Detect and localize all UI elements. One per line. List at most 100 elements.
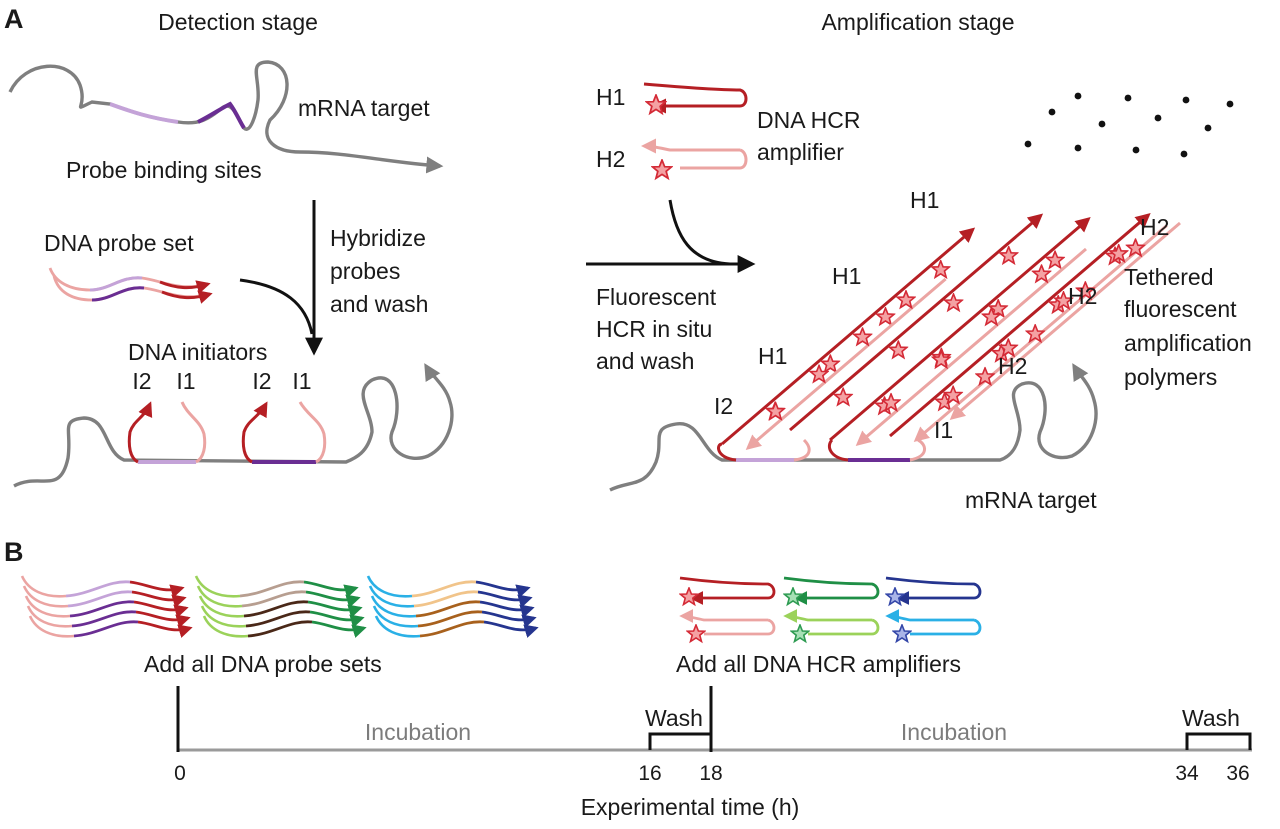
hcr-polymers [717,213,1181,462]
hybridize-label-1: Hybridize [330,225,426,251]
hairpin-h2-label: H2 [596,146,625,172]
mrna-target-strand-bottom [13,363,454,488]
probe-strand [69,600,135,618]
probe-strand [200,605,247,628]
incubation-label-1: Incubation [365,719,471,745]
dot [1024,140,1032,148]
probe-strand [309,610,365,628]
fluorophore-star-icon [686,624,706,643]
detection-stage-title: Detection stage [158,9,318,35]
timeline: Incubation Incubation Wash Wash 0 16 18 … [174,686,1252,820]
probe-strand [370,595,417,618]
wash-bracket-2 [1185,732,1252,750]
polymer-label-h2-1: H2 [1140,214,1169,240]
probe-strand [202,615,249,638]
initiator-label-i1-a: I1 [176,368,195,394]
probe-strand [135,610,191,628]
probe-strand [137,620,193,638]
panel-b: B Add all DNA probe sets Add all DNA HCR… [4,537,1252,820]
hybridize-label-3: and wash [330,291,428,317]
polymer-strand [889,213,1151,438]
polymers-label-1: Tethered [1124,264,1214,290]
probe-merge-curve [239,278,314,335]
probe-strand [24,595,71,618]
panel-a-letter: A [4,4,24,34]
polymer-label-h1-2: H1 [832,263,861,289]
wash-bracket-1 [648,732,713,750]
panel-a: A Detection stage mRNA target Probe bind… [4,4,454,488]
amplifier-label-2: amplifier [757,139,844,165]
polymer-strand [855,247,1087,446]
amplifier-hairpin [679,576,776,605]
probe-strand [22,585,69,608]
initiator-bend [827,438,849,462]
hairpin-h1 [643,82,748,115]
polymers-label-4: polymers [1124,364,1217,390]
polymer-label-h2-3: H2 [998,353,1027,379]
amplifier-hairpin [910,618,982,636]
mrna-target-strand-amplification [609,363,1098,492]
incubation-label-2: Incubation [901,719,1007,745]
dot [1132,146,1140,154]
probe-strand [129,580,185,598]
fluorophore-star-icon [892,624,912,643]
probe-strand [413,590,479,608]
axis-label: Experimental time (h) [581,794,800,820]
tick-label-18: 18 [699,762,722,785]
probe-strand [417,610,483,628]
initiator-label-i2-b: I2 [252,368,271,394]
amplifiers-icon [679,576,982,643]
probe-binding-sites-label: Probe binding sites [66,157,262,183]
panel-b-letter: B [4,537,24,567]
dot [1074,92,1082,100]
polymer-strand [721,227,976,446]
mrna-target-strand-top [8,60,444,174]
probe-strand [133,600,189,618]
probe-strand [245,610,311,628]
probe-strand [28,615,75,638]
dot [1074,144,1082,152]
dna-probe-set-label: DNA probe set [44,230,194,256]
fluorophore-star-icon [645,94,667,115]
amplifier-hairpin [885,609,974,624]
amplifier-hairpin [885,576,982,605]
probe-strand [26,605,73,628]
probe-strand [303,580,359,598]
dot [1226,100,1234,108]
probe-strand [305,590,361,608]
fluorophore-star-icon [790,624,810,643]
probe-sets-icon [20,575,539,638]
hcr-step-label-2: HCR in situ [596,316,712,342]
probe-strand [311,620,367,638]
probe-set-icon [48,267,213,304]
dna-initiators-label: DNA initiators [128,339,267,365]
add-amplifiers-label: Add all DNA HCR amplifiers [676,651,961,677]
probe-strand [196,585,243,608]
add-probe-sets-label: Add all DNA probe sets [144,651,382,677]
polymers-label-2: fluorescent [1124,296,1237,322]
mrna-target-label-top: mRNA target [298,95,430,121]
initiator-bend [793,438,811,462]
wash-label-1: Wash [645,705,703,731]
probe-strand [419,620,485,638]
polymer-strand [829,217,1091,442]
probe-strand [481,610,537,628]
probe-strand [243,600,309,618]
initiator-bend [717,442,737,462]
polymers-label-3: amplification [1124,330,1252,356]
hairpin-h1-label: H1 [596,84,625,110]
probe-strand [374,615,421,638]
dot [1124,94,1132,102]
polymer-strand [789,213,1044,432]
amplifier-hairpin [704,618,776,636]
probe-strand [241,590,307,608]
initiator-label-i2-a: I2 [132,368,151,394]
amplification-stage-title: Amplification stage [821,9,1014,35]
hybridize-label-2: probes [330,258,400,284]
probe-strand [368,585,415,608]
tick-label-0: 0 [174,762,186,785]
probe-strand [247,620,313,638]
probe-strand [71,610,137,628]
amplifier-merge-curve [668,199,731,266]
